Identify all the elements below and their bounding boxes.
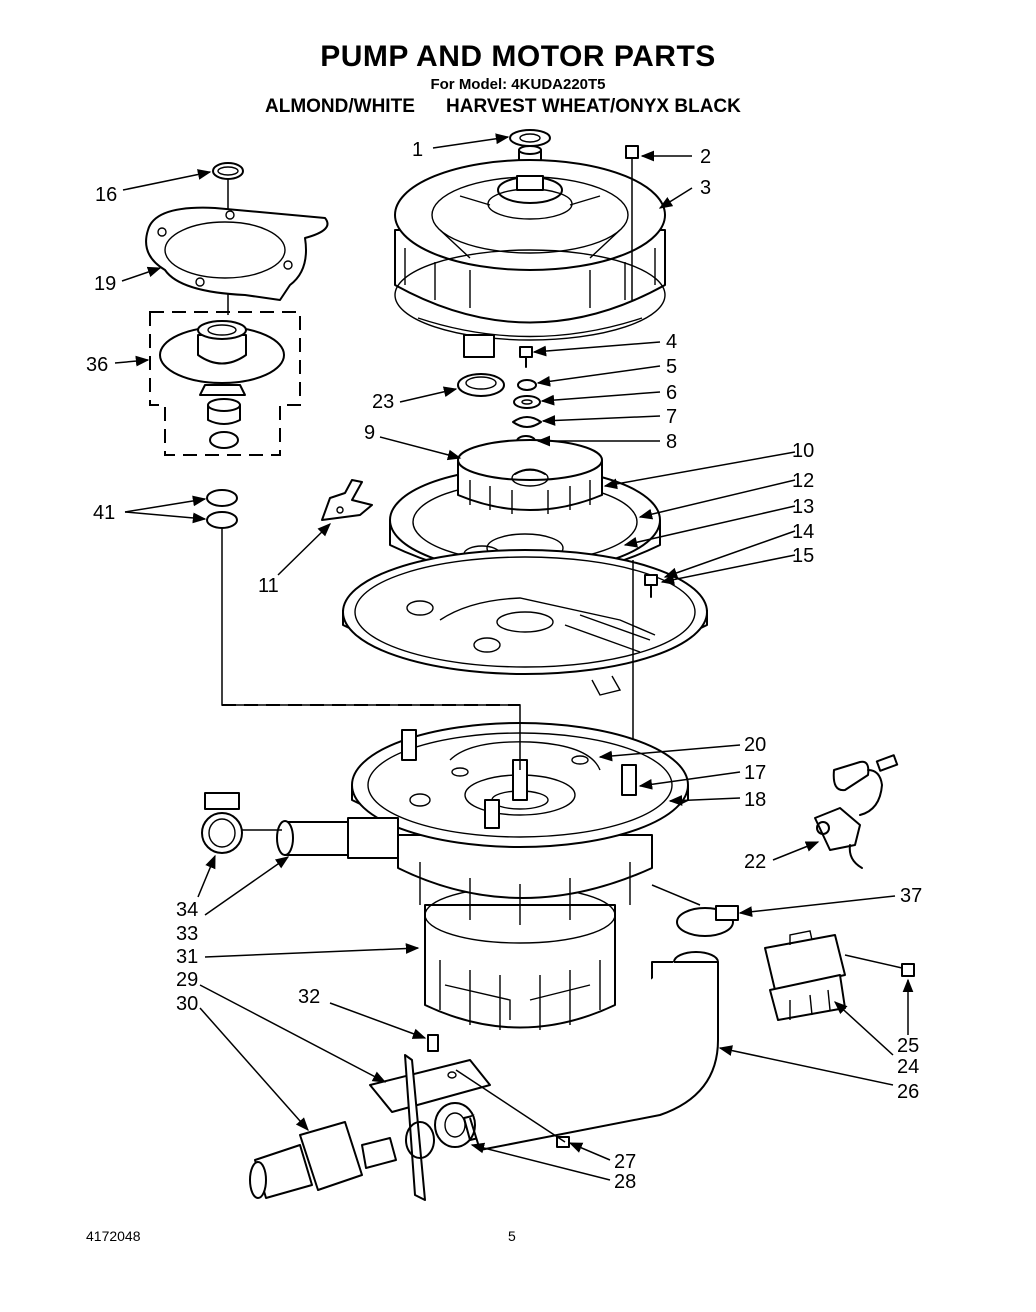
- color-option-almond-white: ALMOND/WHITE: [265, 96, 415, 117]
- document-number: 4172048: [86, 1228, 141, 1244]
- left-seal-assembly: [145, 162, 521, 770]
- pump-cover-plate: [342, 549, 708, 740]
- callout-12: 12: [792, 470, 814, 492]
- callout-17: 17: [744, 762, 766, 784]
- callout-24: 24: [897, 1056, 919, 1078]
- callout-22: 22: [744, 851, 766, 873]
- callout-31: 31: [176, 946, 198, 968]
- callout-20: 20: [744, 734, 766, 756]
- sensor-and-switch: [764, 754, 915, 1021]
- callout-41: 41: [93, 502, 115, 524]
- callout-3: 3: [700, 177, 711, 199]
- callout-26: 26: [897, 1081, 919, 1103]
- callout-32: 32: [298, 986, 320, 1008]
- callout-18: 18: [744, 789, 766, 811]
- callout-25: 25: [897, 1035, 919, 1057]
- callout-11: 11: [258, 575, 279, 597]
- callout-2: 2: [700, 146, 711, 168]
- color-option-harvest-wheat-onyx-black: HARVEST WHEAT/ONYX BLACK: [446, 96, 741, 117]
- page-title: PUMP AND MOTOR PARTS: [320, 40, 716, 73]
- callout-5: 5: [666, 356, 677, 378]
- model-number: For Model: 4KUDA220T5: [430, 76, 606, 93]
- callout-28: 28: [614, 1171, 636, 1193]
- callout-1: 1: [412, 139, 423, 161]
- callout-19: 19: [94, 273, 116, 295]
- callout-16: 16: [95, 184, 117, 206]
- motor-assembly: [394, 129, 666, 358]
- callout-34: 34: [176, 899, 198, 921]
- callout-10: 10: [792, 440, 814, 462]
- callout-30: 30: [176, 993, 198, 1015]
- callout-33: 33: [176, 923, 198, 945]
- callout-37: 37: [900, 885, 922, 907]
- callout-7: 7: [666, 406, 677, 428]
- callout-4: 4: [666, 331, 677, 353]
- part-11-gasket: [321, 479, 373, 521]
- callout-9: 9: [364, 422, 375, 444]
- pump-housing-and-motor: [201, 722, 689, 1030]
- callout-29: 29: [176, 969, 198, 991]
- callout-14: 14: [792, 521, 814, 543]
- callout-6: 6: [666, 382, 677, 404]
- callout-15: 15: [792, 545, 814, 567]
- callout-36: 36: [86, 354, 108, 376]
- small-hardware-stack: [457, 346, 542, 447]
- callout-leaders: [114, 133, 914, 1181]
- page-number: 5: [508, 1228, 516, 1244]
- callout-23: 23: [372, 391, 394, 413]
- callout-8: 8: [666, 431, 677, 453]
- callout-27: 27: [614, 1151, 636, 1173]
- callout-labels: 1 2 3 4 5 6 7 8 9 10 11 12 13 14 15 16 1…: [86, 139, 922, 1193]
- callout-13: 13: [792, 496, 814, 518]
- drain-hose-assembly: [249, 884, 739, 1201]
